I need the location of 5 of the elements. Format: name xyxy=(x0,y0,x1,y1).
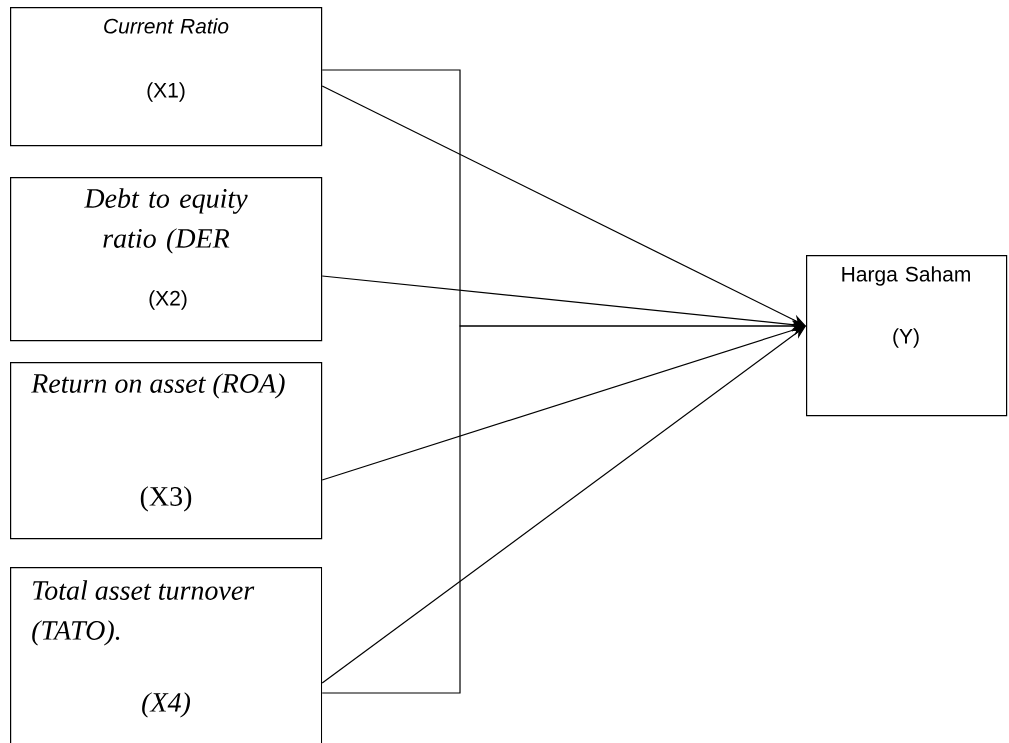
variable-box: Harga Saham (Y) xyxy=(806,255,1008,417)
variable-box: Current Ratio (X1) xyxy=(10,7,323,147)
variable-box: Debt to equity ratio (DER (X2) xyxy=(10,177,323,342)
variable-box: Total asset turnover (TATO). (X4) xyxy=(10,567,323,743)
variable-box: Return on asset (ROA) (X3) xyxy=(10,361,323,540)
